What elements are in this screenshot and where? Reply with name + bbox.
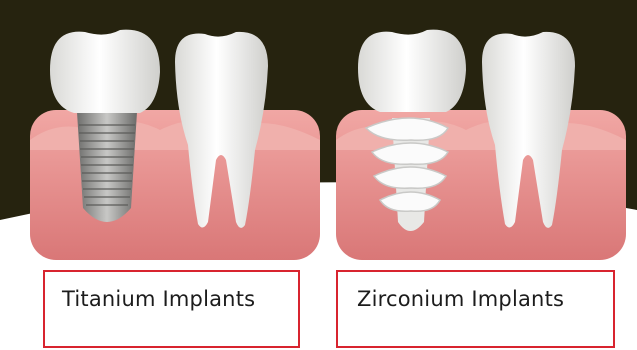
zirconium-crown [358, 30, 466, 112]
titanium-implant-screw [77, 112, 137, 222]
zirconium-label: Zirconium Implants [357, 287, 564, 311]
titanium-label: Titanium Implants [62, 287, 255, 311]
titanium-crown [50, 30, 160, 113]
titanium-gum-model [30, 110, 320, 260]
